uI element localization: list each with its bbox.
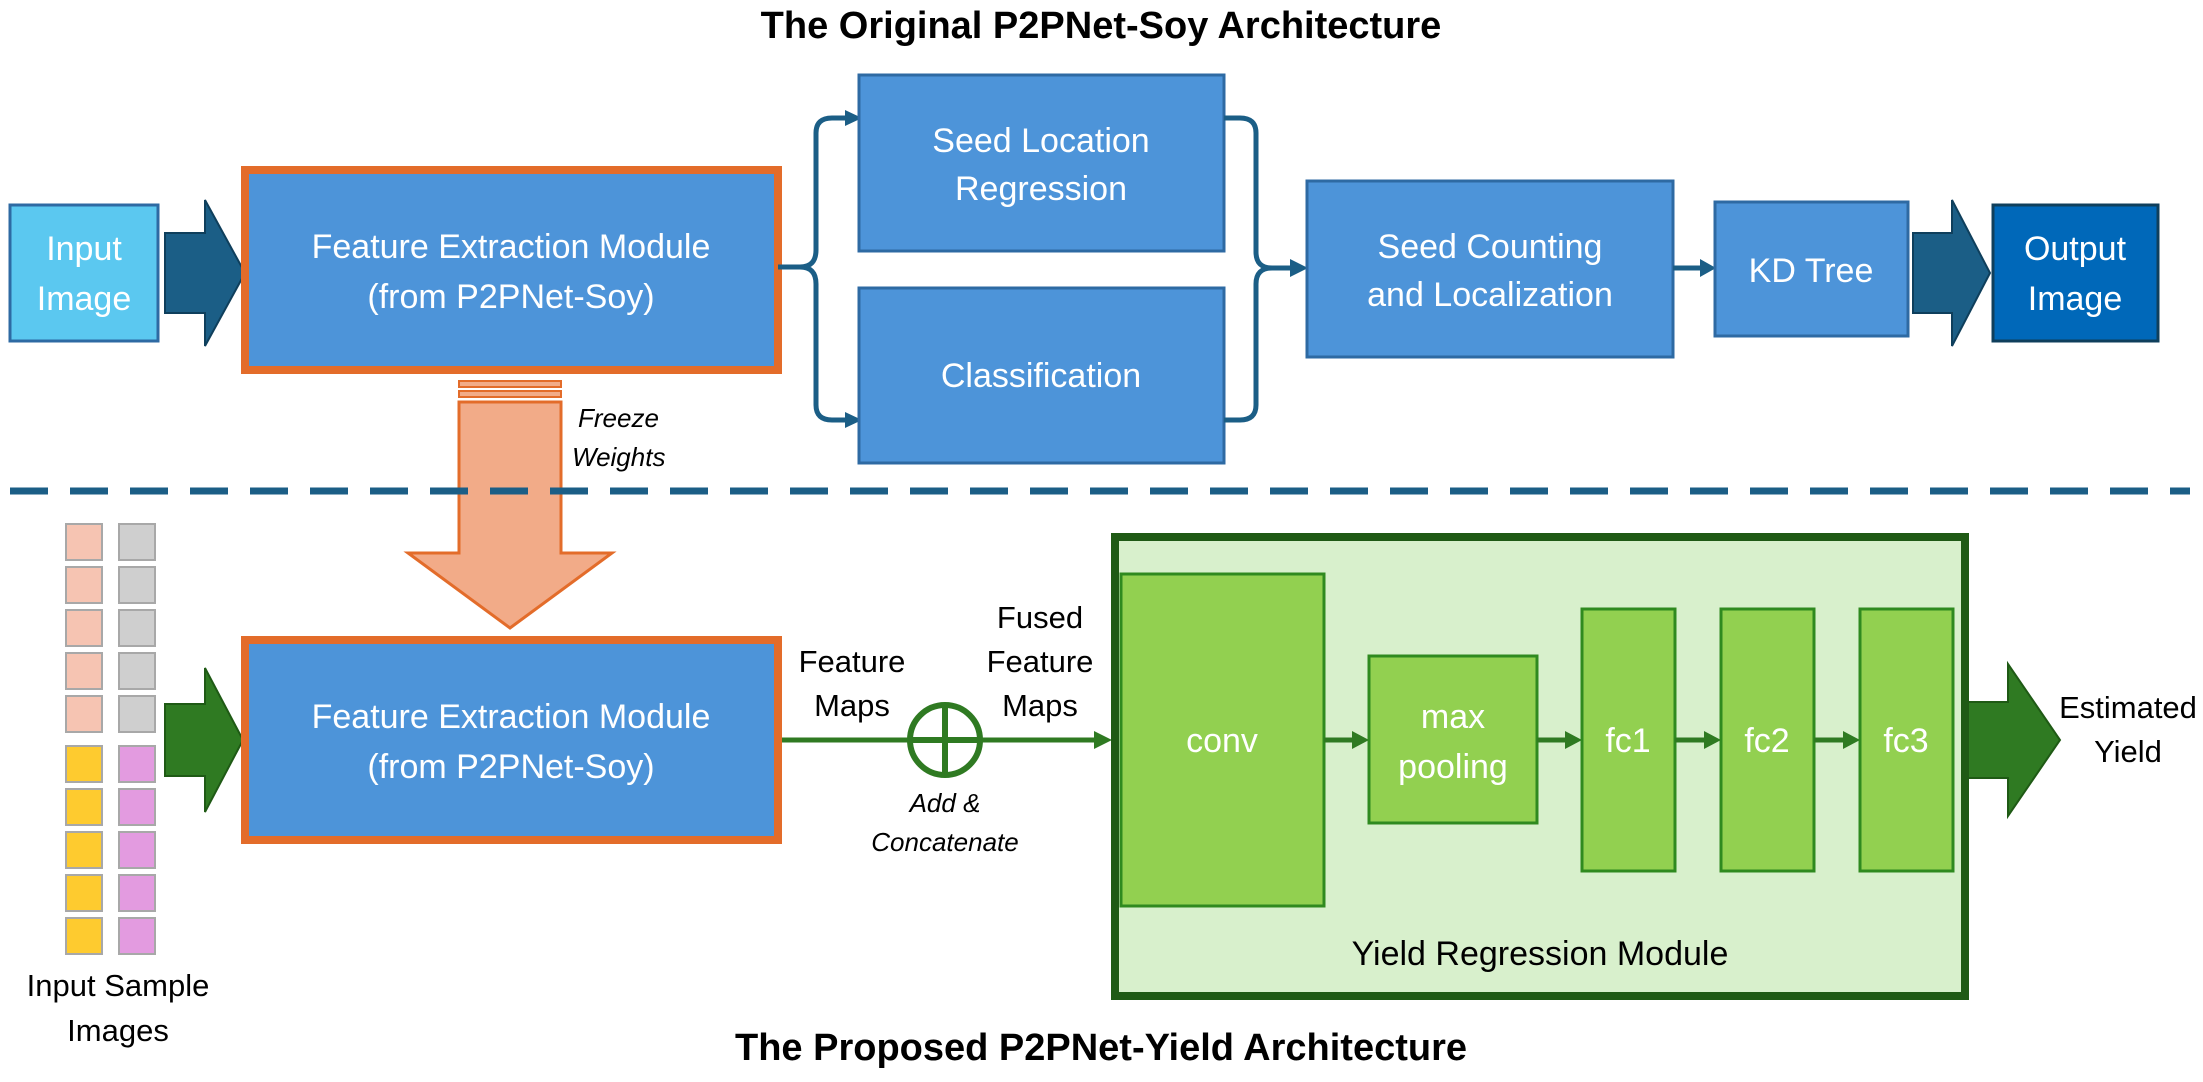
kd-tree-arrowhead <box>1700 259 1716 277</box>
fc2-block: fc2 <box>1719 607 1816 873</box>
input-sample-images <box>65 523 156 955</box>
seed-counting-line1: Seed Counting <box>1378 228 1603 266</box>
kd-tree-label: KD Tree <box>1749 252 1874 290</box>
max-pooling-line1: max <box>1421 698 1485 736</box>
top-output-arrow <box>1912 199 1992 347</box>
top-arrowhead-seed-counting <box>1290 259 1308 277</box>
bottom-feature-line1: Feature Extraction Module <box>312 698 711 736</box>
conv-to-pool-arrowhead <box>1352 731 1369 749</box>
seed-location-regression-box: Seed Location Regression <box>857 73 1226 253</box>
top-feature-line1: Feature Extraction Module <box>312 228 711 266</box>
add-concat-line1: Add & <box>908 788 981 818</box>
bottom-title: The Proposed P2PNet-Yield Architecture <box>735 1027 1467 1069</box>
classification-label: Classification <box>941 357 1141 395</box>
max-pooling-line2: pooling <box>1398 748 1508 786</box>
top-title: The Original P2PNet-Soy Architecture <box>761 5 1442 47</box>
fused-maps-arrowhead <box>1094 731 1112 749</box>
conv-label: conv <box>1186 722 1258 760</box>
top-output-image-box: Output Image <box>1991 203 2160 343</box>
seed-counting-line2: and Localization <box>1367 276 1613 314</box>
conv-block: conv <box>1119 572 1326 908</box>
top-input-line2: Image <box>37 280 132 318</box>
fused-maps-line3: Maps <box>1002 688 1078 723</box>
fc2-label: fc2 <box>1744 722 1789 760</box>
top-feature-line2: (from P2PNet-Soy) <box>367 278 654 316</box>
feature-maps-line1: Feature <box>799 644 906 679</box>
fc1-to-fc2-arrowhead <box>1704 731 1721 749</box>
fc1-block: fc1 <box>1580 607 1677 873</box>
add-concatenate-node <box>907 702 983 778</box>
top-input-line1: Input <box>46 230 122 268</box>
top-output-line2: Image <box>2028 280 2123 318</box>
top-merge-connector <box>1224 115 1292 423</box>
bottom-feature-line2: (from P2PNet-Soy) <box>367 748 654 786</box>
seed-location-line2: Regression <box>955 170 1127 208</box>
classification-box: Classification <box>857 286 1226 465</box>
freeze-weights-arrow <box>403 380 617 630</box>
fc3-block: fc3 <box>1858 607 1955 873</box>
fused-maps-line2: Feature <box>987 644 1094 679</box>
top-input-arrow <box>164 199 247 347</box>
kd-tree-box: KD Tree <box>1713 200 1910 338</box>
estimated-yield-line2: Yield <box>2094 734 2162 769</box>
add-concat-line2: Concatenate <box>871 827 1018 857</box>
estimated-yield-line1: Estimated <box>2059 690 2197 725</box>
seed-counting-box: Seed Counting and Localization <box>1305 179 1675 359</box>
input-samples-line1: Input Sample <box>27 968 210 1003</box>
yield-module-label: Yield Regression Module <box>1352 935 1729 973</box>
top-input-image-box: Input Image <box>8 203 160 343</box>
top-arrowhead-seed-location <box>845 110 862 126</box>
top-arrowhead-classification <box>845 412 862 428</box>
fc3-label: fc3 <box>1883 722 1928 760</box>
freeze-label-line1: Freeze <box>578 403 659 433</box>
max-pooling-block: max pooling <box>1367 654 1539 825</box>
top-output-line1: Output <box>2024 230 2127 268</box>
bottom-output-arrow <box>1967 660 2062 820</box>
seed-location-line1: Seed Location <box>932 122 1149 160</box>
fc2-to-fc3-arrowhead <box>1843 731 1860 749</box>
top-split-connector <box>778 115 850 423</box>
top-feature-extraction-box: Feature Extraction Module (from P2PNet-S… <box>241 166 782 374</box>
bottom-input-arrow <box>164 667 245 813</box>
feature-maps-line2: Maps <box>814 688 890 723</box>
freeze-label-line2: Weights <box>572 442 665 472</box>
fc1-label: fc1 <box>1605 722 1650 760</box>
input-samples-line2: Images <box>67 1013 169 1048</box>
pool-to-fc1-arrowhead <box>1565 731 1582 749</box>
fused-maps-line1: Fused <box>997 600 1083 635</box>
bottom-feature-extraction-box: Feature Extraction Module (from P2PNet-S… <box>241 636 782 844</box>
